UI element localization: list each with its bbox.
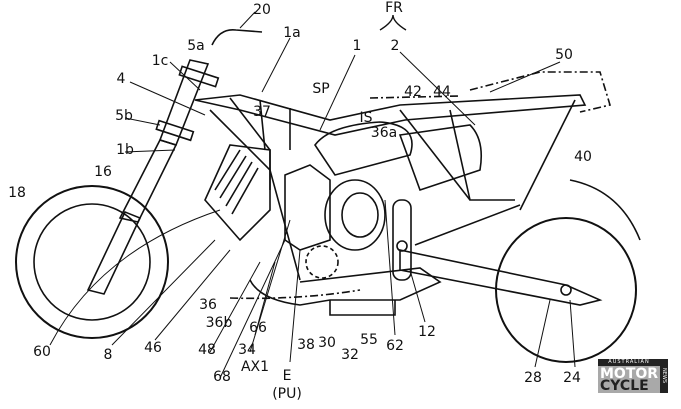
- swing-arm: [392, 199, 603, 306]
- label-37: 37: [253, 104, 271, 120]
- label-60: 60: [33, 344, 51, 360]
- label-8: 8: [103, 347, 113, 363]
- label-34: 34: [238, 342, 256, 358]
- logo-motor: MOTOR: [600, 366, 659, 382]
- engine-unit: [204, 144, 442, 316]
- front-wheel: [15, 185, 169, 339]
- label-1: 1: [352, 38, 362, 54]
- label-5b: 5b: [115, 108, 133, 124]
- rear-wheel: [495, 179, 641, 363]
- label-42: 42: [404, 84, 422, 100]
- label-48: 48: [198, 342, 216, 358]
- label-30: 30: [318, 335, 336, 351]
- label-FR: FR: [385, 0, 403, 16]
- fuel-tank: [314, 121, 483, 192]
- label-36: 36: [199, 297, 217, 313]
- label-46: 46: [144, 340, 162, 356]
- label-2: 2: [390, 38, 400, 54]
- label-44: 44: [433, 84, 451, 100]
- label-PU: (PU): [272, 386, 302, 402]
- label-38: 38: [297, 337, 315, 353]
- logo-top-text: AUSTRALIAN: [598, 359, 660, 366]
- label-20: 20: [253, 2, 271, 18]
- label-E: E: [282, 368, 292, 384]
- label-1c: 1c: [151, 53, 169, 69]
- label-1a: 1a: [283, 25, 301, 41]
- label-28: 28: [524, 370, 542, 386]
- label-AX1: AX1: [240, 359, 270, 375]
- label-66: 66: [249, 320, 267, 336]
- label-SP: SP: [312, 81, 330, 97]
- label-68: 68: [213, 369, 231, 385]
- label-36b: 36b: [205, 315, 233, 331]
- logo-side-text: NEWS: [660, 359, 668, 393]
- label-12: 12: [418, 324, 436, 340]
- label-4: 4: [116, 71, 126, 87]
- front-fork: [86, 28, 263, 295]
- leader-lines: [49, 11, 576, 379]
- seat-cowl-outline: [229, 71, 612, 300]
- label-36a: 36a: [370, 125, 398, 141]
- label-18: 18: [8, 185, 26, 201]
- label-40: 40: [574, 149, 592, 165]
- australian-motorcycle-news-logo: AUSTRALIAN MOTOR CYCLE NEWS: [598, 359, 668, 394]
- label-55: 55: [360, 332, 378, 348]
- label-16: 16: [94, 164, 112, 180]
- label-1b: 1b: [116, 142, 134, 158]
- label-32: 32: [341, 347, 359, 363]
- label-24: 24: [563, 370, 581, 386]
- label-5a: 5a: [187, 38, 205, 54]
- logo-cycle: CYCLE: [600, 378, 649, 394]
- label-62: 62: [386, 338, 404, 354]
- label-IS: IS: [359, 110, 373, 126]
- label-50: 50: [555, 47, 573, 63]
